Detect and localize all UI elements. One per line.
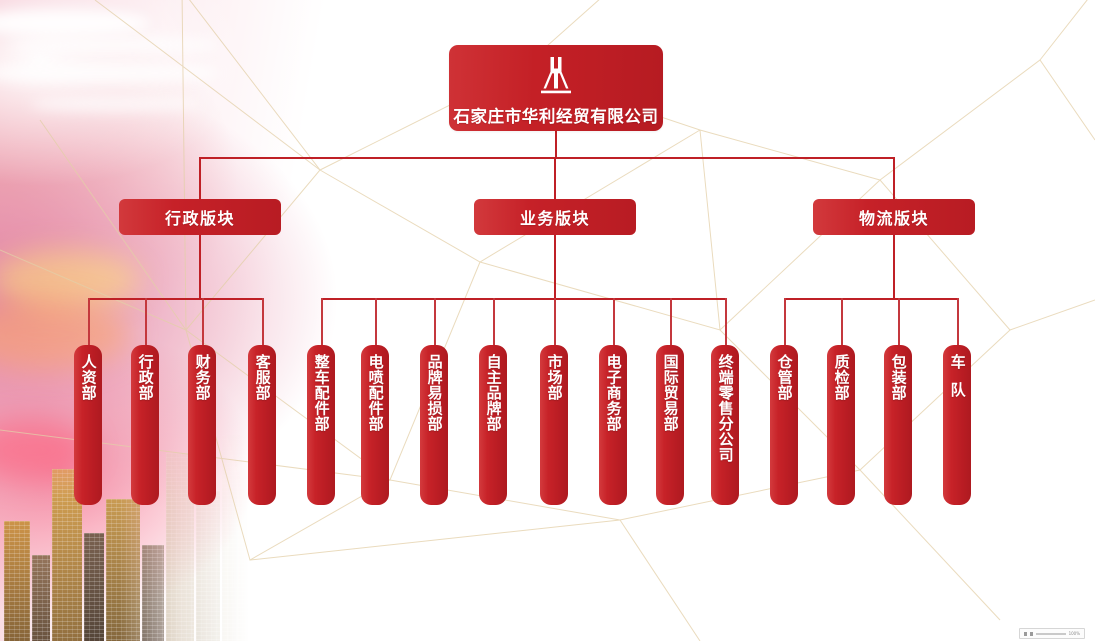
- connector-business-child-7: [725, 298, 727, 346]
- division-node-logistics[interactable]: 物流版块: [813, 199, 975, 235]
- department-label: 自主品牌部: [484, 354, 503, 432]
- department-label: 市场部: [545, 354, 564, 401]
- department-label: 行政部: [136, 354, 155, 401]
- department-label: 包装部: [889, 354, 908, 401]
- connector-drop-business: [554, 157, 556, 199]
- connector-logistics-child-3: [957, 298, 959, 346]
- department-label: 质检部: [832, 354, 851, 401]
- root-node-company[interactable]: 石家庄市华利经贸有限公司: [449, 45, 663, 131]
- connector-admin-stem: [199, 235, 201, 299]
- connector-admin-bus: [88, 298, 263, 300]
- division-node-business[interactable]: 业务版块: [474, 199, 636, 235]
- department-label: 电喷配件部: [366, 354, 385, 432]
- connector-business-child-2: [434, 298, 436, 346]
- connector-business-bus: [321, 298, 726, 300]
- connector-business-child-0: [321, 298, 323, 346]
- department-node-xingzhengbu[interactable]: 行政部: [131, 345, 159, 505]
- huali-arch-logo-icon: [535, 55, 577, 99]
- page-zoom-widget[interactable]: 100%: [1019, 628, 1085, 639]
- widget-dot-icon: [1030, 631, 1033, 636]
- root-node-label: 石家庄市华利经贸有限公司: [453, 107, 659, 126]
- department-node-dianpenpeijianbu[interactable]: 电喷配件部: [361, 345, 389, 505]
- department-node-caiwubu[interactable]: 财务部: [188, 345, 216, 505]
- department-label: 电子商务部: [604, 354, 623, 432]
- connector-logistics-stem: [893, 235, 895, 299]
- connector-business-child-3: [493, 298, 495, 346]
- widget-dot-icon: [1024, 631, 1027, 636]
- connector-logistics-child-1: [841, 298, 843, 346]
- division-label-business: 业务版块: [519, 209, 590, 228]
- department-node-pinpaiyisunbu[interactable]: 品牌易损部: [420, 345, 448, 505]
- department-label: 客服部: [253, 354, 272, 401]
- department-label: 国际贸易部: [661, 354, 680, 432]
- connector-business-child-6: [670, 298, 672, 346]
- department-node-zhongduanlingshou[interactable]: 终端零售分公司: [711, 345, 739, 505]
- department-label: 车队: [948, 354, 967, 410]
- connector-admin-child-0: [88, 298, 90, 346]
- connector-admin-child-2: [202, 298, 204, 346]
- department-node-baozhuangbu[interactable]: 包装部: [884, 345, 912, 505]
- connector-business-child-5: [613, 298, 615, 346]
- connector-logistics-bus: [784, 298, 958, 300]
- connector-drop-logistics: [893, 157, 895, 199]
- department-label: 整车配件部: [312, 354, 331, 432]
- connector-drop-admin: [199, 157, 201, 199]
- department-node-renzibu[interactable]: 人资部: [74, 345, 102, 505]
- connector-level2-bus: [199, 157, 895, 159]
- department-node-zizhupinpaibu[interactable]: 自主品牌部: [479, 345, 507, 505]
- connector-business-child-4: [554, 298, 556, 346]
- department-node-cangguanbu[interactable]: 仓管部: [770, 345, 798, 505]
- department-node-kefubu[interactable]: 客服部: [248, 345, 276, 505]
- connector-business-child-1: [375, 298, 377, 346]
- department-label: 品牌易损部: [425, 354, 444, 432]
- division-label-logistics: 物流版块: [858, 209, 929, 228]
- connector-root-stem: [555, 131, 557, 158]
- widget-slider-track[interactable]: [1036, 632, 1066, 635]
- connector-admin-child-1: [145, 298, 147, 346]
- department-node-guojimaoyibu[interactable]: 国际贸易部: [656, 345, 684, 505]
- division-label-admin: 行政版块: [164, 209, 235, 228]
- connector-business-stem: [554, 235, 556, 299]
- division-node-admin[interactable]: 行政版块: [119, 199, 281, 235]
- background-city-skyline: [0, 381, 250, 641]
- department-label: 仓管部: [775, 354, 794, 401]
- connector-logistics-child-2: [898, 298, 900, 346]
- department-label: 财务部: [193, 354, 212, 401]
- connector-logistics-child-0: [784, 298, 786, 346]
- widget-zoom-label: 100%: [1068, 630, 1080, 636]
- department-label: 终端零售分公司: [716, 354, 735, 463]
- department-node-dianzishangwubu[interactable]: 电子商务部: [599, 345, 627, 505]
- department-node-shichangbu[interactable]: 市场部: [540, 345, 568, 505]
- connector-admin-child-3: [262, 298, 264, 346]
- department-node-zhengchepeijianbu[interactable]: 整车配件部: [307, 345, 335, 505]
- department-label: 人资部: [79, 354, 98, 401]
- department-node-zhijianbu[interactable]: 质检部: [827, 345, 855, 505]
- department-node-cheduio[interactable]: 车队: [943, 345, 971, 505]
